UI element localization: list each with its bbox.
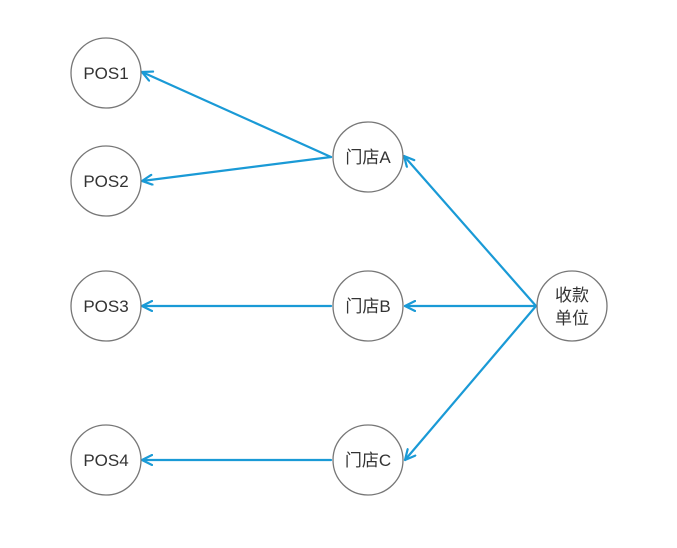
node-pos3: POS3 — [70, 270, 142, 342]
node-store-b: 门店B — [332, 270, 404, 342]
node-label-line2: 单位 — [555, 309, 589, 328]
node-label: POS4 — [83, 451, 128, 470]
node-label: POS3 — [83, 297, 128, 316]
node-circle — [332, 424, 404, 496]
node-circle — [536, 270, 608, 342]
node-pos4: POS4 — [70, 424, 142, 496]
node-circle — [332, 121, 404, 193]
node-circle — [70, 270, 142, 342]
node-circle — [70, 424, 142, 496]
node-pos1: POS1 — [70, 37, 142, 109]
node-pos2: POS2 — [70, 145, 142, 217]
node-circle — [332, 270, 404, 342]
node-label-line1: 收款 — [555, 286, 589, 305]
node-store-c: 门店C — [332, 424, 404, 496]
node-label: 门店C — [345, 451, 391, 470]
arrow-store_a-to-pos2 — [140, 155, 333, 181]
node-label: POS2 — [83, 172, 128, 191]
arrow-store_a-to-pos1 — [140, 72, 333, 159]
node-label: 门店B — [345, 297, 390, 316]
node-label: 门店A — [345, 148, 391, 167]
arrow-payee-to-store_a — [402, 154, 538, 308]
node-label: POS1 — [83, 64, 128, 83]
node-circle — [70, 145, 142, 217]
node-store-a: 门店A — [332, 121, 404, 193]
edges-layer — [140, 72, 538, 462]
node-circle — [70, 37, 142, 109]
arrow-payee-to-store_c — [403, 304, 538, 462]
node-payee: 收款 单位 — [536, 270, 608, 342]
